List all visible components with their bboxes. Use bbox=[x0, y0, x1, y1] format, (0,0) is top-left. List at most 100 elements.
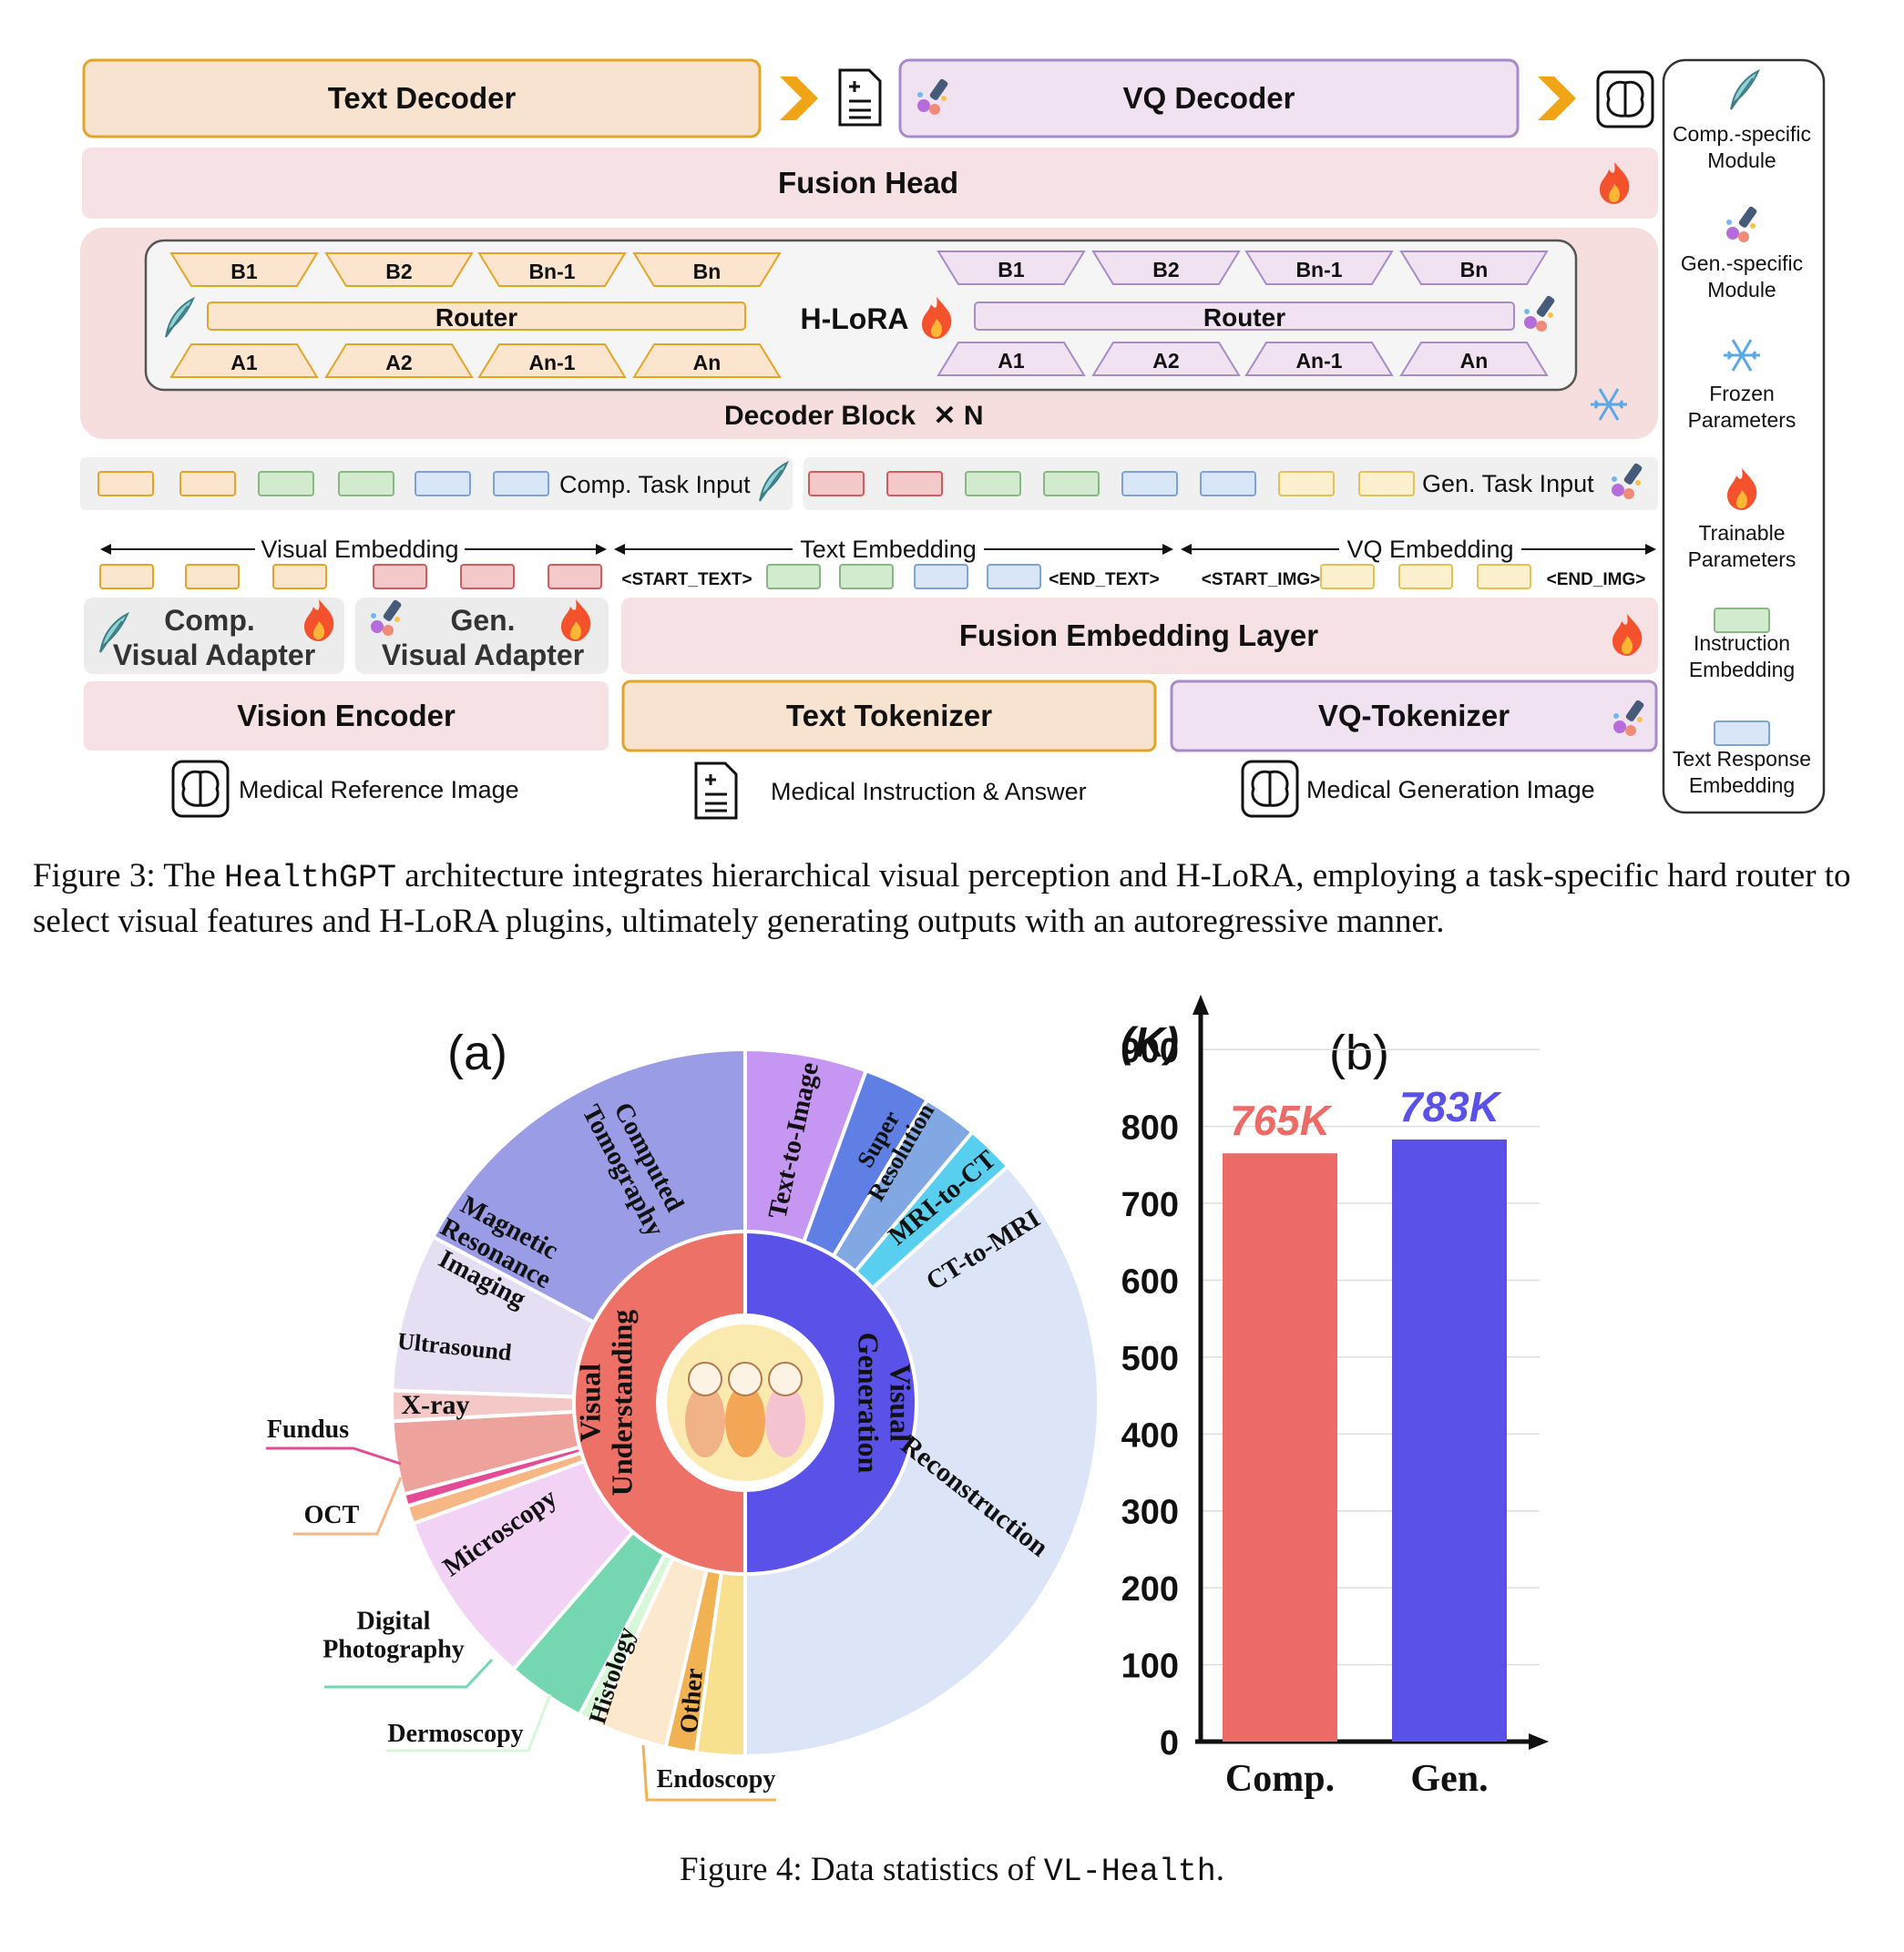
bar-data-label: 783K bbox=[1399, 1083, 1502, 1130]
caption4-dataset: VL-Health bbox=[1043, 1854, 1216, 1890]
lora-a-right-label: A2 bbox=[1152, 349, 1179, 373]
legend-label: Module bbox=[1707, 278, 1776, 301]
lora-b-right-label: B1 bbox=[998, 258, 1025, 281]
lora-b-left-shape bbox=[632, 252, 782, 287]
text-response-embedding-swatch bbox=[1714, 721, 1770, 746]
y-tick-label: 600 bbox=[1121, 1262, 1179, 1301]
label-visual-understanding: VisualUnderstanding bbox=[573, 1310, 638, 1497]
lora-a-right-label: An-1 bbox=[1295, 349, 1342, 373]
lora-b-right-shape bbox=[1399, 250, 1549, 285]
input-generation-image: Medical Generation Image bbox=[1306, 776, 1595, 803]
label-visual-generation: VisualGeneration bbox=[852, 1333, 916, 1474]
text-decoder-label: Text Decoder bbox=[328, 81, 517, 115]
task-token bbox=[338, 471, 394, 496]
embedding-token bbox=[1398, 564, 1453, 589]
embedding-token bbox=[373, 564, 427, 589]
embedding-token bbox=[987, 564, 1041, 589]
y-tick-label: 500 bbox=[1121, 1340, 1179, 1378]
visual-embedding-label: Visual Embedding bbox=[261, 536, 458, 563]
embedding-token bbox=[1477, 564, 1531, 589]
sunburst-outer-label: Other bbox=[675, 1667, 709, 1734]
lora-b-right-label: B2 bbox=[1152, 258, 1179, 281]
vq-tokenizer-label: VQ-Tokenizer bbox=[1318, 699, 1510, 732]
vq-tokenizer-box bbox=[1170, 680, 1658, 752]
embedding-token bbox=[185, 564, 240, 589]
caption4-suffix: . bbox=[1215, 1851, 1225, 1888]
task-input-tokens bbox=[97, 471, 1415, 496]
embedding-token bbox=[914, 564, 968, 589]
gen-visual-adapter-box bbox=[355, 598, 609, 674]
alpaca-icon bbox=[765, 1385, 805, 1457]
document-icon bbox=[694, 761, 738, 820]
lora-a-left-shape bbox=[169, 343, 319, 378]
router-left-label: Router bbox=[435, 303, 517, 332]
alpaca-head-icon bbox=[688, 1362, 722, 1396]
y-tick-label: 900 bbox=[1121, 1032, 1179, 1070]
input-reference-image: Medical Reference Image bbox=[239, 776, 519, 803]
task-token bbox=[258, 471, 314, 496]
y-tick-label: 700 bbox=[1121, 1186, 1179, 1224]
gen-adapter-line2: Visual Adapter bbox=[382, 639, 584, 671]
caption4-prefix: Figure 4: Data statistics of bbox=[679, 1851, 1044, 1888]
legend-label: Frozen bbox=[1709, 382, 1775, 405]
start-text-token: <START_TEXT> bbox=[621, 570, 752, 589]
leader-line bbox=[266, 1446, 402, 1466]
sunburst-external-label: Endoscopy bbox=[657, 1765, 776, 1794]
text-embedding-label: Text Embedding bbox=[800, 536, 977, 563]
legend-label: Parameters bbox=[1688, 547, 1797, 571]
lora-b-left-label: Bn bbox=[693, 260, 722, 283]
leader-line bbox=[641, 1744, 776, 1802]
lora-a-right-shape bbox=[1091, 342, 1241, 376]
lora-b-left-shape bbox=[324, 252, 474, 287]
caption3-rest: architecture integrates hierarchical vis… bbox=[33, 857, 1851, 940]
arrow-icon bbox=[1538, 77, 1576, 120]
lora-b-right-shape bbox=[1244, 250, 1394, 285]
legend-label: Instruction bbox=[1694, 631, 1790, 655]
legend-labels: Comp.-specificModuleGen.-specificModuleF… bbox=[1673, 122, 1811, 797]
sunburst-external-label: Fundus bbox=[267, 1415, 349, 1444]
y-tick-label: 200 bbox=[1121, 1570, 1179, 1609]
lora-a-left-label: A2 bbox=[385, 351, 412, 374]
lora-a-right-shape bbox=[1399, 342, 1549, 376]
lora-a-right-shape bbox=[937, 342, 1086, 376]
y-tick-label: 0 bbox=[1160, 1724, 1179, 1763]
end-img-token: <END_IMG> bbox=[1547, 570, 1646, 589]
y-axis-arrow bbox=[1193, 995, 1209, 1015]
text-decoder-box bbox=[82, 58, 762, 138]
figure-3-architecture: Text Decoder VQ Decoder Fusion Head H-Lo… bbox=[80, 58, 1826, 820]
router-left bbox=[207, 301, 746, 331]
lora-a-right-label: A1 bbox=[998, 349, 1025, 373]
embedding-token bbox=[99, 564, 154, 589]
legend-label: Comp.-specific bbox=[1673, 122, 1811, 146]
figure-3-caption: Figure 3: The HealthGPT architecture int… bbox=[33, 854, 1877, 944]
legend-label: Trainable bbox=[1698, 521, 1785, 545]
embedding-tokens bbox=[99, 564, 1531, 589]
start-img-token: <START_IMG> bbox=[1202, 570, 1321, 589]
leader-line bbox=[293, 1477, 403, 1536]
lora-b-right-shape bbox=[1091, 250, 1241, 285]
gen-adapter-line1: Gen. bbox=[450, 604, 515, 637]
sunburst-external-label: Dermoscopy bbox=[387, 1720, 523, 1748]
lora-b-left-shape bbox=[477, 252, 627, 287]
brain-image-icon bbox=[1241, 760, 1299, 818]
task-token bbox=[415, 471, 471, 496]
alpaca-icon bbox=[725, 1385, 765, 1457]
text-tokenizer-box bbox=[621, 680, 1157, 752]
figure-4-caption: Figure 4: Data statistics of VL-Health. bbox=[0, 1848, 1904, 1894]
lora-b-right-label: Bn-1 bbox=[1295, 258, 1342, 281]
task-token bbox=[97, 471, 154, 496]
lora-b-left-label: Bn-1 bbox=[528, 260, 575, 283]
embedding-token bbox=[1320, 564, 1375, 589]
y-tick-label: 300 bbox=[1121, 1494, 1179, 1532]
legend-label: Module bbox=[1707, 148, 1776, 172]
lora-a-left-label: A1 bbox=[230, 351, 258, 374]
task-token bbox=[1358, 471, 1415, 496]
task-token bbox=[1121, 471, 1178, 496]
lora-a-left-shape bbox=[324, 343, 474, 378]
text-tokenizer-label: Text Tokenizer bbox=[786, 699, 992, 732]
embedding-token bbox=[548, 564, 602, 589]
alpaca-head-icon bbox=[728, 1362, 763, 1396]
fusion-embedding-box bbox=[621, 598, 1658, 674]
